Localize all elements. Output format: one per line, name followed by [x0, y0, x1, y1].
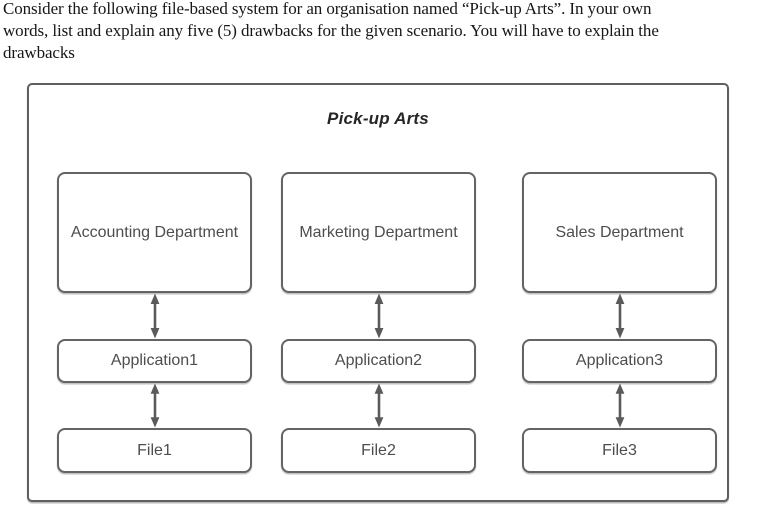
- department-application-connector: [522, 293, 717, 339]
- diagram-title: Pick-up Arts: [327, 109, 429, 128]
- file-label: File2: [361, 441, 396, 459]
- file-box: File3: [522, 428, 717, 473]
- application-label: Application3: [575, 352, 664, 369]
- application-box: Application3: [522, 339, 717, 383]
- file-label: File1: [137, 441, 172, 459]
- file-box: File2: [281, 428, 476, 473]
- double-arrow-icon: [150, 383, 159, 428]
- double-arrow-icon: [374, 293, 383, 339]
- department-box: Accounting Department: [57, 172, 252, 293]
- column-sales: Sales Department Application3: [522, 172, 717, 473]
- department-box: Sales Department: [522, 172, 717, 293]
- double-arrow-icon: [615, 383, 624, 428]
- double-arrow-icon: [374, 383, 383, 428]
- department-application-connector: [281, 293, 476, 339]
- file-label: File3: [602, 441, 637, 459]
- department-application-connector: [57, 293, 252, 339]
- question-text: Consider the following file-based system…: [3, 0, 659, 64]
- application-file-connector: [281, 383, 476, 428]
- application-file-connector: [57, 383, 252, 428]
- double-arrow-icon: [150, 293, 159, 339]
- department-label: Sales Department: [555, 223, 684, 241]
- department-box: Marketing Department: [281, 172, 476, 293]
- column-accounting: Accounting Department Application1: [57, 172, 252, 473]
- application-label: Application1: [110, 352, 199, 369]
- department-label: Accounting Department: [70, 223, 239, 241]
- application-box: Application1: [57, 339, 252, 383]
- question-line: words, list and explain any five (5) dra…: [3, 21, 659, 40]
- question-line: Consider the following file-based system…: [3, 0, 652, 18]
- application-label: Application2: [334, 352, 423, 369]
- diagram-frame: Pick-up Arts Accounting Department Appli…: [27, 83, 729, 502]
- file-box: File1: [57, 428, 252, 473]
- application-file-connector: [522, 383, 717, 428]
- department-label: Marketing Department: [299, 223, 458, 241]
- application-box: Application2: [281, 339, 476, 383]
- column-marketing: Marketing Department Application2: [281, 172, 476, 473]
- question-line: drawbacks: [3, 43, 75, 62]
- double-arrow-icon: [615, 293, 624, 339]
